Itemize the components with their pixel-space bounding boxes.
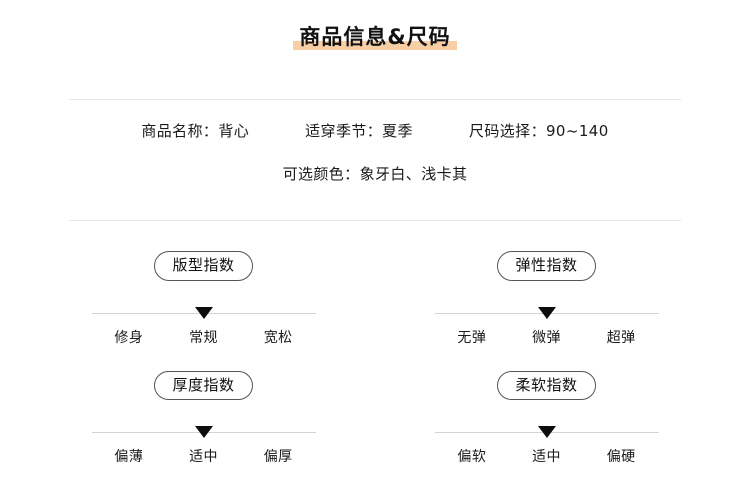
index-softness-level-2: 偏硬 [606,449,636,465]
index-fit-scale: 修身 常规 宽松 [91,301,316,347]
index-fit-level-1: 常规 [189,329,218,346]
index-elasticity-level-2: 超弹 [606,329,636,346]
index-fit-labels: 修身 常规 宽松 [92,327,316,347]
index-softness-labels: 偏软 适中 偏硬 [435,446,659,466]
index-thickness: 厚度指数 偏薄 适中 偏厚 [32,370,375,467]
index-softness: 柔软指数 偏软 适中 偏硬 [375,370,718,467]
product-info-name: 商品名称：背心 [141,120,249,141]
index-softness-marker-row [435,420,659,438]
index-elasticity-level-0: 无弹 [457,329,487,346]
index-elasticity-marker-row [435,301,659,319]
product-info-size: 尺码选择：90~140 [469,120,609,141]
title-highlight-bar [293,41,457,50]
product-info-season-value: 夏季 [382,122,413,140]
index-softness-title: 柔软指数 [497,370,596,400]
index-softness-level-0: 偏软 [457,449,487,465]
product-info-color-label: 可选颜色： [282,165,360,183]
page-title-area: 商品信息&尺码 [0,0,750,52]
index-thickness-marker-row [92,420,316,438]
divider-bottom [69,220,681,221]
index-thickness-scale: 偏薄 适中 偏厚 [91,420,316,466]
index-fit-marker-row [92,301,316,319]
page-title: 商品信息&尺码 [293,22,457,52]
index-softness-scale: 偏软 适中 偏硬 [434,420,659,466]
index-thickness-level-2: 偏厚 [263,449,293,465]
index-fit-level-0: 修身 [114,329,144,346]
product-info-row-secondary: 可选颜色：象牙白、浅卡其 [0,163,750,184]
product-info-name-value: 背心 [218,122,250,140]
product-info-size-label: 尺码选择： [468,122,546,140]
triangle-marker-icon [537,306,556,319]
index-fit-title: 版型指数 [154,251,253,281]
index-grid: 版型指数 修身 常规 宽松 弹性指数 [0,251,750,466]
product-info-season: 适穿季节：夏季 [305,120,413,141]
index-thickness-level-1: 适中 [189,449,218,465]
product-info-name-label: 商品名称： [141,122,219,140]
index-elasticity-title: 弹性指数 [497,251,596,281]
index-thickness-title: 厚度指数 [154,370,253,400]
index-elasticity-labels: 无弹 微弹 超弹 [435,327,659,347]
index-fit-level-2: 宽松 [263,329,293,346]
triangle-marker-icon [537,426,556,438]
index-thickness-labels: 偏薄 适中 偏厚 [92,446,316,466]
index-fit: 版型指数 修身 常规 宽松 [32,251,375,347]
product-info-season-label: 适穿季节： [305,122,383,140]
page-title-text: 商品信息&尺码 [299,25,451,49]
product-info-row-primary: 商品名称：背心 适穿季节：夏季 尺码选择：90~140 [0,120,750,141]
triangle-marker-icon [194,306,213,319]
index-elasticity: 弹性指数 无弹 微弹 超弹 [375,251,718,347]
product-info-size-value: 90~140 [545,122,609,140]
divider-top [69,99,681,100]
product-info-color-value: 象牙白、浅卡其 [359,165,468,183]
index-elasticity-level-1: 微弹 [532,329,561,346]
index-softness-level-1: 适中 [532,449,561,465]
index-thickness-level-0: 偏薄 [114,449,144,465]
product-info-block: 商品名称：背心 适穿季节：夏季 尺码选择：90~140 可选颜色：象牙白、浅卡其 [0,100,750,184]
index-elasticity-scale: 无弹 微弹 超弹 [434,301,659,347]
triangle-marker-icon [194,426,213,438]
